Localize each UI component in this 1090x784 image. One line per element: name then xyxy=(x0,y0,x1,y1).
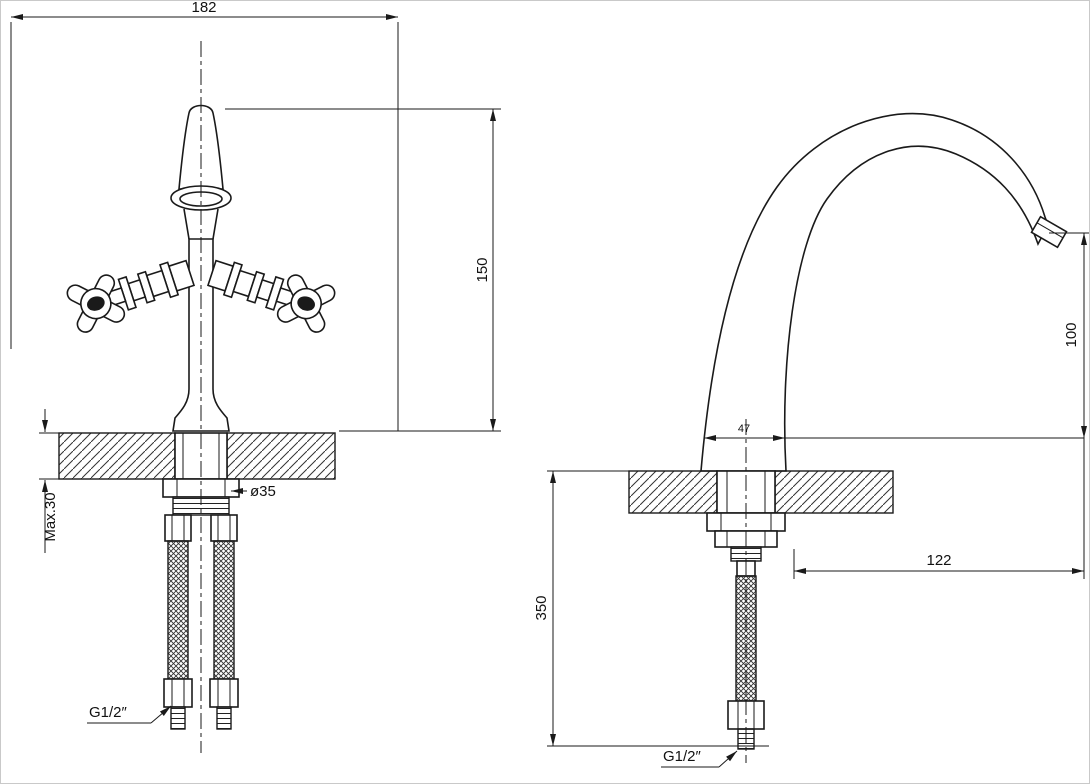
dim-under-deck-length: 350 xyxy=(533,470,769,747)
side-aerator-tip xyxy=(1030,215,1068,249)
dim-under-deck-length-label: 350 xyxy=(533,595,550,620)
side-gooseneck-spout xyxy=(700,112,1049,472)
left-cross-handle xyxy=(66,259,196,333)
dim-reach-label: 122 xyxy=(926,552,951,569)
dim-outlet-height: 100 xyxy=(1049,232,1089,438)
front-thread-callout: G1/2″ xyxy=(87,704,172,724)
side-thread-label: G1/2″ xyxy=(663,748,702,765)
right-supply-hose xyxy=(213,540,235,680)
side-view: 47 100 122 350 G1/2″ xyxy=(533,112,1089,768)
dim-hole-diameter-label: ø35 xyxy=(250,483,276,500)
right-hose-nut xyxy=(209,678,239,708)
right-cross-handle xyxy=(206,259,336,333)
dim-front-height: 150 xyxy=(225,108,501,432)
dim-front-width: 182 xyxy=(10,1,399,431)
front-under-deck-hardware xyxy=(162,478,240,730)
left-hose-nut xyxy=(163,678,193,708)
dim-deck-thickness-label: Max.30 xyxy=(42,492,59,541)
dim-hole-diameter: ø35 xyxy=(231,483,276,500)
dim-base-width-label: 47 xyxy=(738,423,750,435)
front-view: 182 150 ø35 Max.30 G1/2″ xyxy=(10,1,501,753)
front-deck-section xyxy=(58,432,336,480)
dim-reach: 122 xyxy=(793,438,1085,579)
right-handle-index-cap xyxy=(297,296,315,311)
side-deck-section xyxy=(628,470,894,514)
left-handle-index-cap xyxy=(87,296,105,311)
front-thread-label: G1/2″ xyxy=(89,704,128,721)
dim-base-width: 47 xyxy=(704,423,1084,441)
side-thread-callout: G1/2″ xyxy=(661,748,738,768)
dim-outlet-height-label: 100 xyxy=(1063,322,1080,347)
dim-front-width-label: 182 xyxy=(191,1,216,16)
dim-deck-thickness: Max.30 xyxy=(39,409,59,553)
left-supply-hose xyxy=(167,540,189,680)
dim-front-height-label: 150 xyxy=(474,257,491,282)
